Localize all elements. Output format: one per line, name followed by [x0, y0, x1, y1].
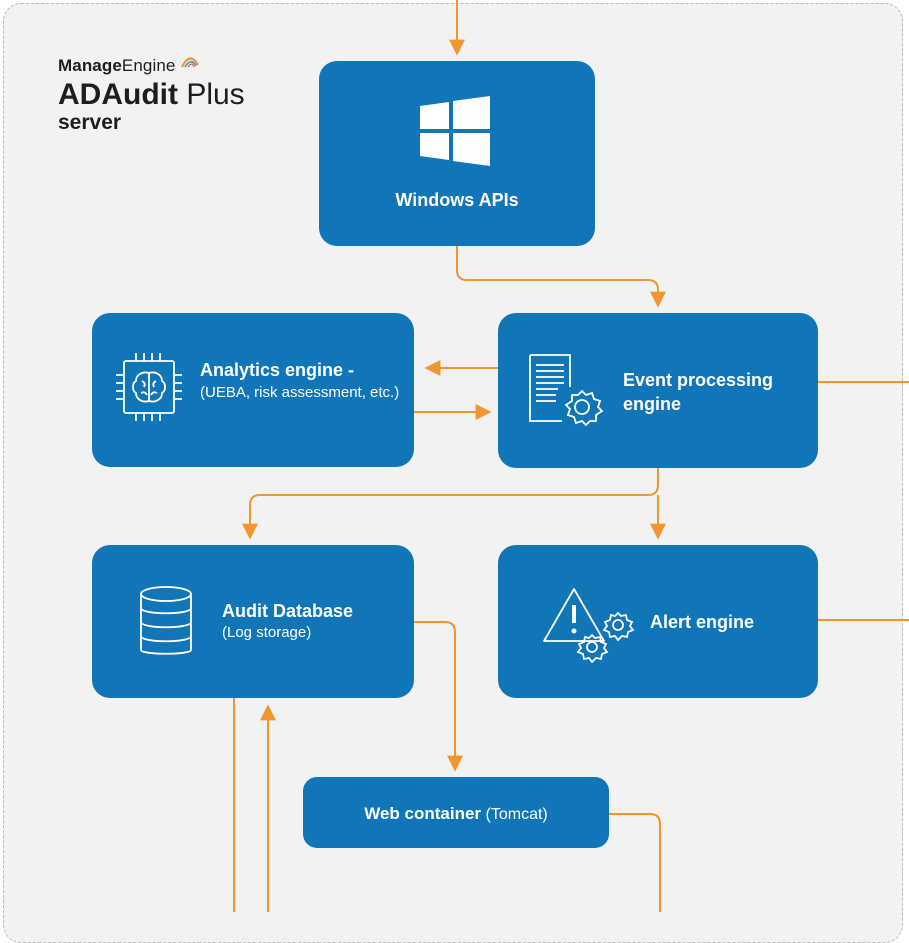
brand-swoosh-icon [181, 57, 200, 68]
analytics-engine-title: Analytics engine - [200, 360, 355, 380]
web-container-title: Web container [364, 804, 482, 823]
web-container-node[interactable]: Web container (Tomcat) [303, 777, 609, 848]
windows-apis-node[interactable]: Windows APIs [319, 61, 595, 246]
vendor-name: ManageEngine [58, 55, 245, 76]
connector-web-container-out [609, 813, 661, 912]
brain-chip-icon [116, 353, 182, 421]
connector-windows-apis-to-event-processing [456, 246, 666, 308]
windows-logo-icon [420, 96, 490, 166]
warning-gears-icon [543, 588, 635, 663]
audit-database-node[interactable]: Audit Database (Log storage) [92, 545, 414, 698]
connector-layer [233, 0, 909, 912]
event-processing-title-line1: Event processing [623, 370, 774, 390]
product-name: ADAudit Plus [58, 78, 245, 111]
brand-logo: ManageEngine ADAudit Plus server [58, 55, 245, 135]
alert-engine-node[interactable]: Alert engine [498, 545, 818, 698]
web-container-subtitle: (Tomcat) [485, 806, 548, 823]
analytics-engine-node[interactable]: Analytics engine - (UEBA, risk assessmen… [92, 313, 414, 467]
event-processing-title-line2: engine [623, 394, 682, 414]
web-container-label: Web container (Tomcat) [303, 802, 609, 826]
document-gears-icon [529, 354, 604, 427]
audit-database-title: Audit Database [222, 601, 354, 621]
server-label: server [58, 111, 122, 134]
alert-engine-title: Alert engine [650, 612, 755, 632]
audit-database-subtitle: (Log storage) [222, 624, 312, 641]
event-processing-node[interactable]: Event processing engine [498, 313, 818, 468]
windows-apis-label: Windows APIs [395, 190, 519, 210]
database-icon [140, 586, 192, 655]
analytics-engine-subtitle: (UEBA, risk assessment, etc.) [200, 384, 400, 401]
connector-event-processing-to-audit-db [242, 468, 659, 540]
connector-audit-db-to-web-container [414, 621, 463, 772]
